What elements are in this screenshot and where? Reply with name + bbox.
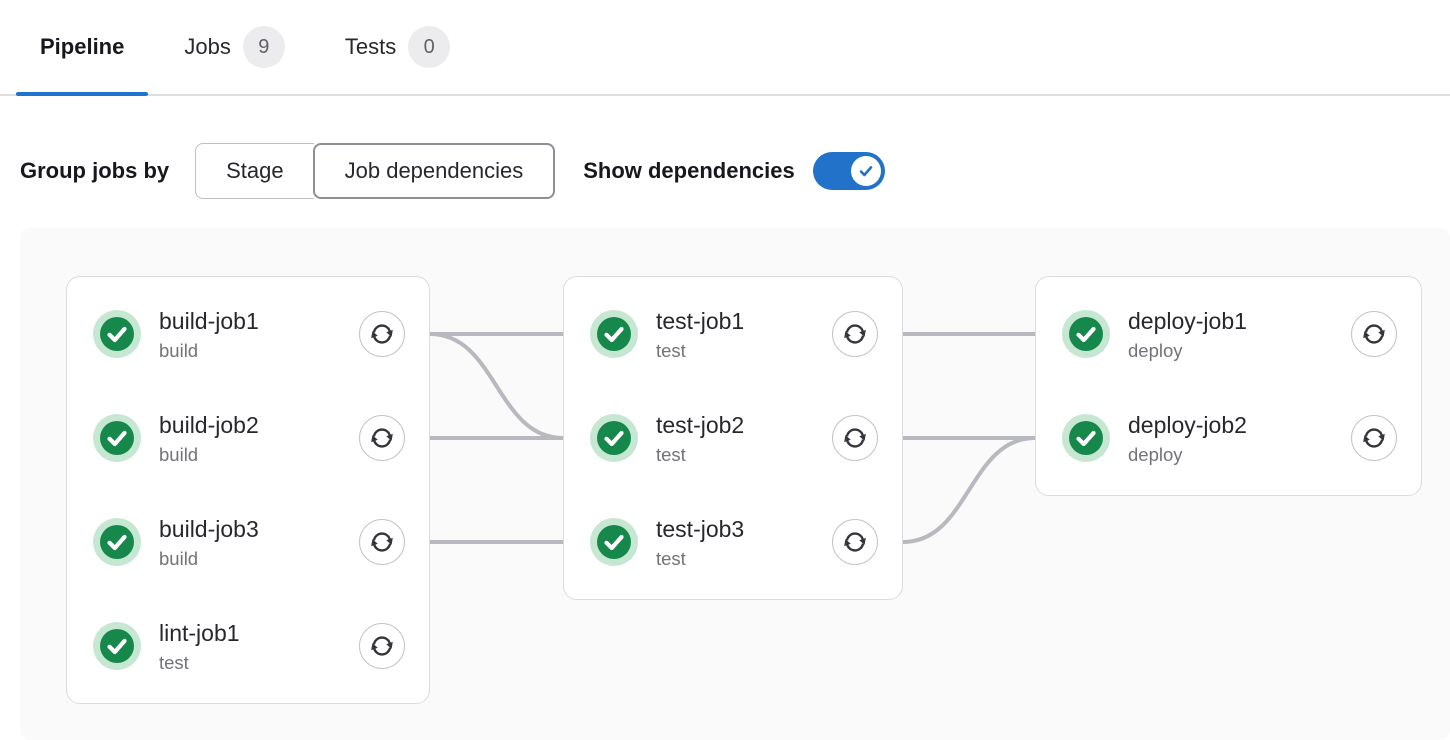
retry-job-button[interactable] (1351, 415, 1397, 461)
job-stage: test (656, 339, 686, 361)
group-jobs-by-segmented-control: Stage Job dependencies (195, 143, 556, 199)
status-success-icon (590, 310, 638, 358)
job-stage: deploy (1128, 443, 1183, 465)
job-row[interactable]: lint-job1 test (67, 594, 429, 698)
job-stage: test (159, 651, 189, 673)
status-success-icon (590, 518, 638, 566)
jobs-count-badge: 9 (242, 26, 285, 68)
retry-icon (371, 324, 393, 344)
retry-job-button[interactable] (1351, 311, 1397, 357)
job-name: build-job3 (159, 515, 259, 542)
retry-job-button[interactable] (359, 519, 405, 565)
status-success-icon (93, 414, 141, 462)
job-row[interactable]: deploy-job2 deploy (1036, 386, 1421, 490)
status-success-icon (93, 518, 141, 566)
retry-icon (844, 428, 866, 448)
job-name: lint-job1 (159, 619, 240, 646)
tab-jobs[interactable]: Jobs 9 (160, 0, 308, 94)
dependency-link (429, 332, 564, 440)
status-success-icon (1062, 414, 1110, 462)
group-by-job-dependencies-button[interactable]: Job dependencies (312, 143, 556, 199)
status-success-icon (93, 622, 141, 670)
tab-pipeline-label: Pipeline (40, 34, 125, 59)
job-row[interactable]: build-job3 build (67, 490, 429, 594)
pipeline-tabs: Pipeline Jobs 9 Tests 0 (0, 0, 1450, 96)
retry-job-button[interactable] (359, 623, 405, 669)
toggle-knob (850, 156, 881, 186)
job-name: build-job1 (159, 307, 259, 334)
job-stage: deploy (1128, 339, 1183, 361)
retry-icon (844, 324, 866, 344)
retry-icon (371, 636, 393, 656)
retry-job-button[interactable] (359, 311, 405, 357)
retry-job-button[interactable] (359, 415, 405, 461)
retry-job-button[interactable] (832, 519, 878, 565)
job-name: test-job1 (656, 307, 745, 334)
job-group-card: build-job1 build build-job2 build (66, 276, 430, 704)
job-name: test-job3 (656, 515, 745, 542)
job-name: deploy-job2 (1128, 411, 1247, 438)
job-row[interactable]: build-job1 build (67, 282, 429, 386)
job-stage: test (656, 443, 686, 465)
show-dependencies-label: Show dependencies (583, 158, 795, 183)
retry-icon (1363, 428, 1385, 448)
tab-tests-label: Tests (344, 34, 397, 59)
status-success-icon (1062, 310, 1110, 358)
job-name: deploy-job1 (1128, 307, 1247, 334)
job-stage: test (656, 547, 686, 569)
job-group-card: test-job1 test test-job2 test (563, 276, 903, 600)
job-row[interactable]: deploy-job1 deploy (1036, 282, 1421, 386)
tests-count-badge: 0 (408, 26, 451, 68)
show-dependencies-toggle[interactable] (812, 152, 885, 190)
job-stage: build (159, 547, 199, 569)
retry-job-button[interactable] (832, 311, 878, 357)
status-success-icon (590, 414, 638, 462)
retry-job-button[interactable] (832, 415, 878, 461)
dependency-link (902, 436, 1036, 544)
tab-pipeline[interactable]: Pipeline (16, 0, 149, 96)
job-name: build-job2 (159, 411, 259, 438)
pipeline-graph-panel: build-job1 build build-job2 build (20, 228, 1450, 740)
group-jobs-by-label: Group jobs by (20, 158, 170, 183)
retry-icon (844, 532, 866, 552)
check-icon (859, 166, 873, 177)
job-row[interactable]: test-job3 test (564, 490, 902, 594)
graph-controls: Group jobs by Stage Job dependencies Sho… (20, 143, 1450, 199)
job-name: test-job2 (656, 411, 745, 438)
group-by-stage-button[interactable]: Stage (195, 143, 314, 199)
job-row[interactable]: build-job2 build (67, 386, 429, 490)
retry-icon (371, 532, 393, 552)
tab-tests[interactable]: Tests 0 (321, 0, 474, 94)
job-stage: build (159, 339, 199, 361)
retry-icon (371, 428, 393, 448)
retry-icon (1363, 324, 1385, 344)
job-stage: build (159, 443, 199, 465)
status-success-icon (93, 310, 141, 358)
pipeline-view: { "tabs": [ { "id": "pipeline", "label":… (0, 0, 1450, 704)
job-row[interactable]: test-job2 test (564, 386, 902, 490)
tab-jobs-label: Jobs (184, 34, 231, 59)
job-group-card: deploy-job1 deploy deploy-job2 deploy (1035, 276, 1422, 496)
job-row[interactable]: test-job1 test (564, 282, 902, 386)
